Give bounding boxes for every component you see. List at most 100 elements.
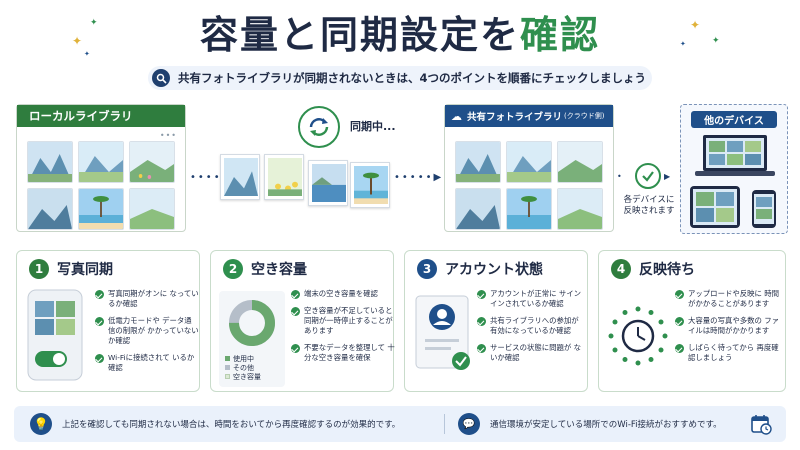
footer-tip-1: 💡 上記を確認しても同期されない場合は、時間をおいてから再度確認するのが効果的で… — [30, 406, 400, 442]
photo-thumbnail — [557, 188, 603, 230]
tablet-icon — [690, 186, 740, 228]
shared-photo-grid — [445, 127, 613, 238]
bullet-item: 大容量の写真や多数の ファイルは時間がかかります — [675, 316, 783, 336]
legend-label: 使用中 — [233, 355, 254, 363]
check-icon — [675, 290, 684, 299]
syncing-photo — [264, 154, 304, 200]
step-header: 3 アカウント状態 — [417, 259, 543, 279]
check-icon — [477, 344, 486, 353]
account-icon — [415, 295, 470, 370]
page-title: 容量と同期設定を確認 — [0, 4, 800, 59]
step-header: 4 反映待ち — [611, 259, 695, 279]
reflect-label-line1: 各デバイスに — [623, 195, 675, 205]
reflect-label-line2: 反映されます — [623, 206, 675, 216]
bullet-item: 空き容量が不足していると 同期が一時停止することが あります — [291, 306, 395, 336]
check-icon — [95, 354, 104, 363]
bullet-item: 低電力モードや データ通信の制限が かかっていないか確認 — [95, 316, 199, 346]
bullet-item: アップロードや反映に 時間がかかることがあります — [675, 289, 783, 309]
check-icon — [477, 290, 486, 299]
sparkle-icon: ✦ — [90, 18, 98, 28]
flow-arrow: • — [617, 172, 624, 181]
bullet-text: 大容量の写真や多数の ファイルは時間がかかります — [688, 316, 780, 335]
step-bullets: 端末の空き容量を確認 空き容量が不足していると 同期が一時停止することが ありま… — [291, 289, 395, 370]
step-number: 1 — [29, 259, 49, 279]
photo-thumbnail — [27, 141, 73, 183]
shared-library-sublabel: (クラウド側) — [564, 112, 605, 120]
photo-thumbnail — [129, 141, 175, 183]
bullet-text: アカウントが正常に サインインされているか確認 — [490, 289, 582, 308]
other-devices-label: 他のデバイス — [691, 111, 777, 128]
subtitle-text: 共有フォトライブラリが同期されないときは、4つのポイントを順番にチェックしましょ… — [178, 71, 646, 85]
photo-thumbnail — [506, 141, 552, 183]
storage-legend: 使用中 その他 空き容量 — [225, 355, 261, 382]
legend-label: その他 — [233, 364, 254, 372]
bullet-text: 端末の空き容量を確認 — [304, 289, 378, 298]
flow-arrow: ••••▶ — [190, 172, 232, 183]
step-header: 1 写真同期 — [29, 259, 113, 279]
bullet-item: 共有ライブラリへの参加が 有効になっているか確認 — [477, 316, 587, 336]
phone-sync-icon — [27, 289, 83, 381]
check-icon — [635, 163, 661, 189]
legend-item: 使用中 — [225, 355, 261, 364]
bullet-text: Wi-Fiに接続されて いるか確認 — [108, 353, 195, 372]
sparkle-icon: ✦ — [84, 50, 90, 58]
bullet-item: しばらく待ってから 再度確認しましょう — [675, 343, 783, 363]
local-library-label: ローカルライブラリ — [29, 109, 133, 123]
step-number: 2 — [223, 259, 243, 279]
check-icon — [477, 317, 486, 326]
check-icon — [291, 307, 300, 316]
bullet-text: 共有ライブラリへの参加が 有効になっているか確認 — [490, 316, 579, 335]
bullet-item: 不要なデータを整理して 十分な空き容量を確保 — [291, 343, 395, 363]
bullet-text: 空き容量が不足していると 同期が一時停止することが あります — [304, 306, 393, 335]
check-icon — [675, 317, 684, 326]
clock-icon — [608, 306, 668, 366]
bullet-item: サービスの状態に問題が ないか確認 — [477, 343, 587, 363]
bullet-text: 不要なデータを整理して 十分な空き容量を確保 — [304, 343, 395, 362]
photo-thumbnail — [27, 188, 73, 230]
bullet-item: 写真同期がオンに なっているか確認 — [95, 289, 199, 309]
sync-label: 同期中... — [350, 120, 396, 133]
bullet-text: 写真同期がオンに なっているか確認 — [108, 289, 199, 308]
footer-tip-text: 通信環境が安定している場所でのWi-Fi接続がおすすめです。 — [490, 420, 722, 430]
chat-icon: 💬 — [458, 413, 480, 435]
step-title: 反映待ち — [639, 262, 695, 278]
photo-thumbnail — [78, 141, 124, 183]
step-number: 3 — [417, 259, 437, 279]
step-title: アカウント状態 — [445, 262, 543, 278]
title-accent: 確認 — [520, 13, 601, 57]
photo-thumbnail — [557, 141, 603, 183]
step-card-2: 2 空き容量 使用中 その他 空き容量 端末の空き容量を確認 空き容量が不足して… — [210, 250, 395, 392]
local-library-panel: ローカルライブラリ ••• — [16, 104, 186, 232]
step-number: 4 — [611, 259, 631, 279]
title-main: 容量と同期設定を — [199, 13, 520, 57]
bullet-text: しばらく待ってから 再度確認しましょう — [688, 343, 779, 362]
flow-arrow: ▶ — [664, 172, 673, 181]
local-library-header: ローカルライブラリ — [17, 105, 185, 127]
step-card-1: 1 写真同期 写真同期がオンに なっているか確認 低電力モードや データ通信の制… — [16, 250, 200, 392]
storage-donut — [229, 300, 275, 346]
step-bullets: アカウントが正常に サインインされているか確認 共有ライブラリへの参加が 有効に… — [477, 289, 587, 370]
sparkle-icon: ✦ — [72, 34, 83, 48]
laptop-icon — [695, 135, 775, 176]
bullet-item: 端末の空き容量を確認 — [291, 289, 395, 299]
step-title: 空き容量 — [251, 262, 307, 278]
bullet-text: アップロードや反映に 時間がかかることがあります — [688, 289, 780, 308]
bullet-item: Wi-Fiに接続されて いるか確認 — [95, 353, 199, 373]
local-photo-grid — [17, 127, 185, 238]
reflect-label: 各デバイスに 反映されます — [620, 195, 678, 217]
sparkle-icon: ✦ — [690, 18, 701, 32]
footer-divider — [444, 414, 445, 434]
shared-library-panel: ☁ 共有フォトライブラリ (クラウド側) — [444, 104, 614, 232]
storage-chart: 使用中 その他 空き容量 — [219, 291, 285, 387]
bullet-item: アカウントが正常に サインインされているか確認 — [477, 289, 587, 309]
photo-thumbnail — [455, 188, 501, 230]
step-bullets: アップロードや反映に 時間がかかることがあります 大容量の写真や多数の ファイル… — [675, 289, 783, 370]
check-icon — [675, 344, 684, 353]
subtitle-banner: 共有フォトライブラリが同期されないときは、4つのポイントを順番にチェックしましょ… — [148, 66, 652, 90]
sparkle-icon: ✦ — [680, 40, 686, 48]
legend-item: その他 — [225, 364, 261, 373]
shared-library-label: 共有フォトライブラリ — [467, 112, 563, 123]
phone-icon — [752, 190, 776, 228]
footer-tip-2: 💬 通信環境が安定している場所でのWi-Fi接続がおすすめです。 — [458, 406, 722, 442]
calendar-icon — [751, 415, 772, 435]
